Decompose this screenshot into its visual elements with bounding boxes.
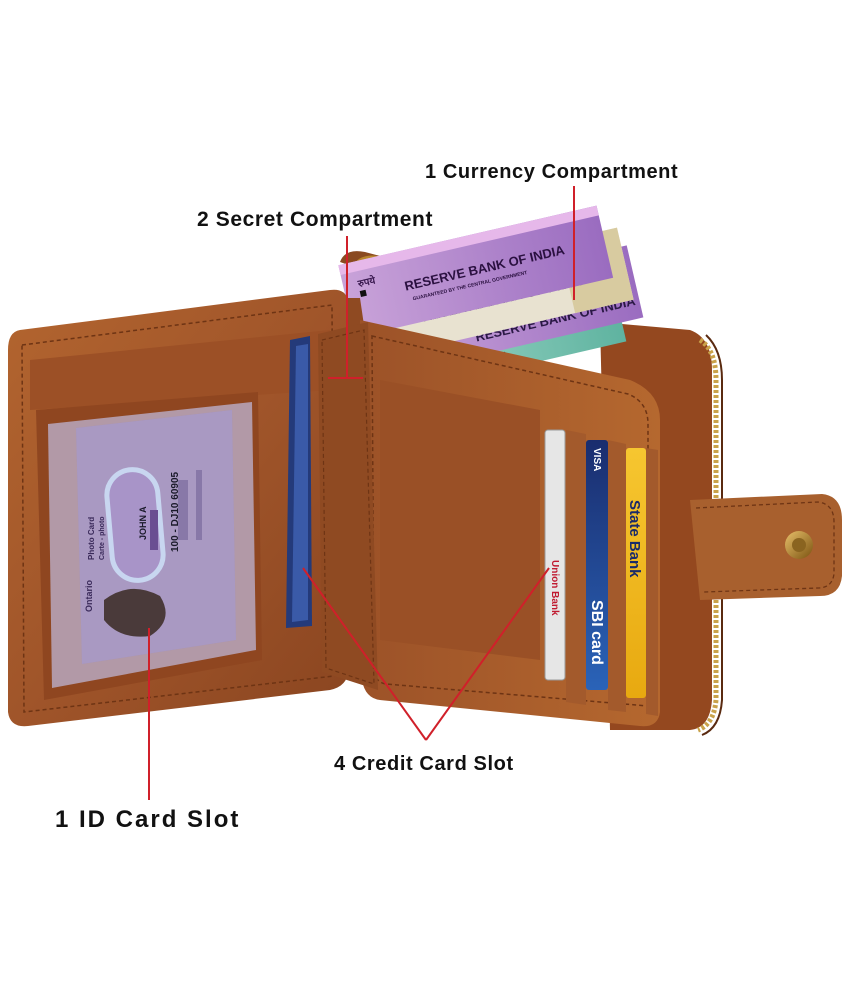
svg-text:Union Bank: Union Bank bbox=[549, 560, 560, 616]
leader-lines bbox=[148, 186, 575, 800]
banknotes: INDIA RESERVE BANK OF INDIA RESERVE BANK… bbox=[338, 205, 644, 394]
svg-text:State Bank: State Bank bbox=[626, 500, 643, 578]
currency-compartment-label: 1 Currency Compartment bbox=[425, 161, 679, 183]
svg-text:VISA: VISA bbox=[591, 448, 602, 471]
snap-strap bbox=[690, 494, 842, 600]
credit-leader-line-left bbox=[302, 567, 427, 741]
svg-text:100 - DJ10 60905: 100 - DJ10 60905 bbox=[170, 471, 181, 552]
svg-text:Photo Card: Photo Card bbox=[87, 517, 96, 560]
credit-cards: Union Bank VISA SBI card State Bank bbox=[544, 429, 658, 716]
zipper-teeth bbox=[696, 337, 719, 733]
secret-compartment-label: 2 Secret Compartment bbox=[197, 208, 434, 231]
svg-text:Ontario: Ontario bbox=[84, 579, 94, 612]
center-fold bbox=[286, 322, 378, 690]
svg-text:SBI card: SBI card bbox=[588, 600, 605, 665]
svg-text:रुपये: रुपये bbox=[356, 273, 378, 290]
credit-card-slot-label: 4 Credit Card Slot bbox=[334, 753, 514, 775]
credit-leader-line-right bbox=[425, 567, 550, 741]
svg-text:JOHN A: JOHN A bbox=[138, 506, 148, 540]
id-card-slot-label: 1 ID Card Slot bbox=[55, 806, 241, 833]
id-card: Ontario Photo Card Carte - photo JOHN A … bbox=[76, 410, 236, 664]
svg-text:Carte - photo: Carte - photo bbox=[99, 516, 106, 560]
